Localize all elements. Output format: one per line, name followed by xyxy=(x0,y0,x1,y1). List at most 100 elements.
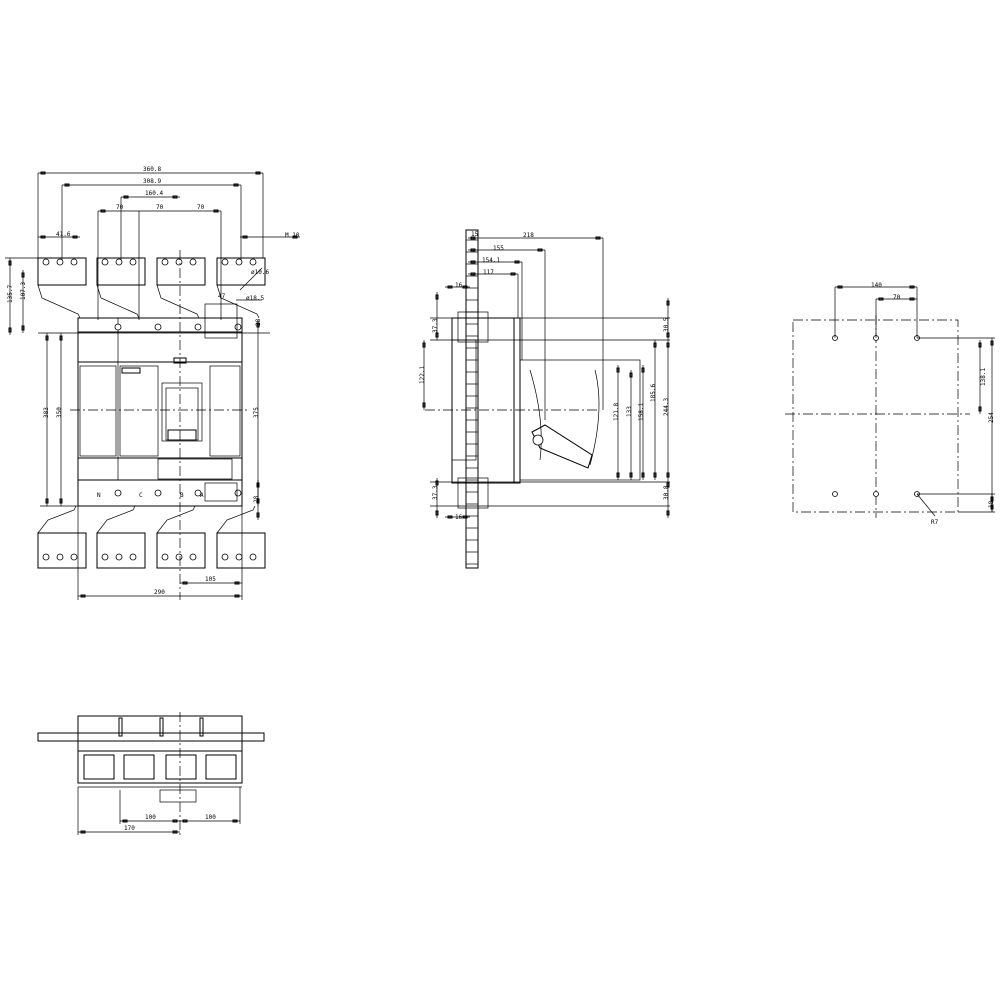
dim-arrow xyxy=(123,195,129,199)
dim-arrow xyxy=(8,327,12,333)
dim-label: 117 xyxy=(483,269,494,276)
dim-arrow xyxy=(80,594,86,598)
dim-label: 308.9 xyxy=(143,178,161,185)
drawing-path xyxy=(37,505,77,534)
dim-label: 254 xyxy=(988,412,995,423)
dim-arrow xyxy=(64,183,70,187)
dim-label: 244.3 xyxy=(663,398,670,416)
pole-label-a: A xyxy=(200,492,204,499)
dim-label: 154.1 xyxy=(482,257,500,264)
hole-circle xyxy=(115,258,123,266)
hole-circle xyxy=(129,258,137,266)
dim-label: 28 xyxy=(255,318,262,326)
hole-circle xyxy=(194,323,202,331)
hole-circle xyxy=(234,323,242,331)
dim-arrow xyxy=(59,335,63,341)
drawing-rect xyxy=(465,229,479,569)
dim-arrow xyxy=(422,342,426,348)
dim-arrow xyxy=(45,335,49,341)
dim-arrow xyxy=(233,183,239,187)
drawing-path xyxy=(156,284,200,319)
hole-circle xyxy=(42,553,50,561)
pole-label-b: B xyxy=(180,492,184,499)
dim-arrow xyxy=(653,342,657,348)
drawing-rect xyxy=(83,754,115,780)
hole-circle xyxy=(189,258,197,266)
drawing-path xyxy=(216,505,256,534)
dim-arrow xyxy=(514,260,520,264)
drawing-rect xyxy=(209,365,241,457)
dim-label: 70 xyxy=(116,204,124,211)
dim-label: 290 xyxy=(154,589,165,596)
drawing-rect xyxy=(159,717,164,737)
dim-arrow xyxy=(256,322,260,328)
drawing-rect xyxy=(119,365,159,457)
drawing-path xyxy=(37,284,81,319)
mounting-hole-view: 140 70 138.1 254 18 R7 xyxy=(871,282,995,526)
drawing-rect xyxy=(37,532,87,569)
dim-arrow xyxy=(172,195,178,199)
dim-label: 41.6 xyxy=(56,231,71,238)
pole-label-c: C xyxy=(139,492,143,499)
dim-arrow xyxy=(435,510,439,516)
dim-label: 37.3 xyxy=(432,485,439,500)
dim-label: 28 xyxy=(253,495,260,503)
dim-arrow xyxy=(990,504,994,510)
dim-arrow xyxy=(470,260,476,264)
dim-label: M 10 xyxy=(285,232,300,239)
dim-arrow xyxy=(292,235,298,239)
dim-arrow xyxy=(666,332,670,338)
dim-arrow xyxy=(616,367,620,373)
drawing-path xyxy=(96,505,136,534)
hole-circle xyxy=(70,258,78,266)
drawing-rect xyxy=(159,789,197,803)
dim-arrow xyxy=(172,819,178,823)
drawing-path xyxy=(589,369,600,466)
dim-arrow xyxy=(8,260,12,266)
dim-arrow xyxy=(234,594,240,598)
drawing-rect xyxy=(519,359,641,481)
drawing-rect xyxy=(216,532,266,569)
dim-arrow xyxy=(462,285,468,289)
dim-label: 133 xyxy=(626,406,633,417)
dim-label: 16 xyxy=(455,514,463,521)
drawing-path xyxy=(156,505,196,534)
dim-label: ø18.5 xyxy=(246,295,264,302)
dim-arrow xyxy=(447,515,453,519)
dim-label: 100 xyxy=(205,814,216,821)
drawing-rect xyxy=(205,754,237,780)
dim-label: 122.1 xyxy=(419,366,426,384)
dim-label: 70 xyxy=(156,204,164,211)
dim-arrow xyxy=(666,300,670,306)
hole-circle xyxy=(154,489,162,497)
dim-arrow xyxy=(447,285,453,289)
pole-label-n: N xyxy=(97,492,101,499)
dim-arrow xyxy=(435,294,439,300)
dim-arrow xyxy=(641,472,645,478)
drawing-rect xyxy=(118,717,123,737)
drawing-path xyxy=(216,284,260,319)
hole-circle xyxy=(101,553,109,561)
dim-arrow xyxy=(537,248,543,252)
dim-label: 155 xyxy=(493,245,504,252)
dim-label: 375 xyxy=(253,407,260,418)
drawing-rect xyxy=(457,477,489,509)
dim-label: 18 xyxy=(988,500,995,508)
drawing-rect xyxy=(204,482,238,502)
hole-circle xyxy=(221,258,229,266)
dim-label: 100 xyxy=(145,814,156,821)
hole-circle xyxy=(832,491,838,497)
hole-circle xyxy=(154,323,162,331)
dim-label: 350 xyxy=(56,407,63,418)
dim-label: 138.1 xyxy=(980,368,987,386)
dim-arrow xyxy=(470,236,476,240)
hole-circle xyxy=(249,258,257,266)
dim-arrow xyxy=(510,272,516,276)
dim-arrow xyxy=(909,285,915,289)
drawing-rect xyxy=(792,319,959,513)
drawing-rect xyxy=(96,532,146,569)
dim-arrow xyxy=(653,472,657,478)
dim-arrow xyxy=(172,830,178,834)
hole-circle xyxy=(161,258,169,266)
